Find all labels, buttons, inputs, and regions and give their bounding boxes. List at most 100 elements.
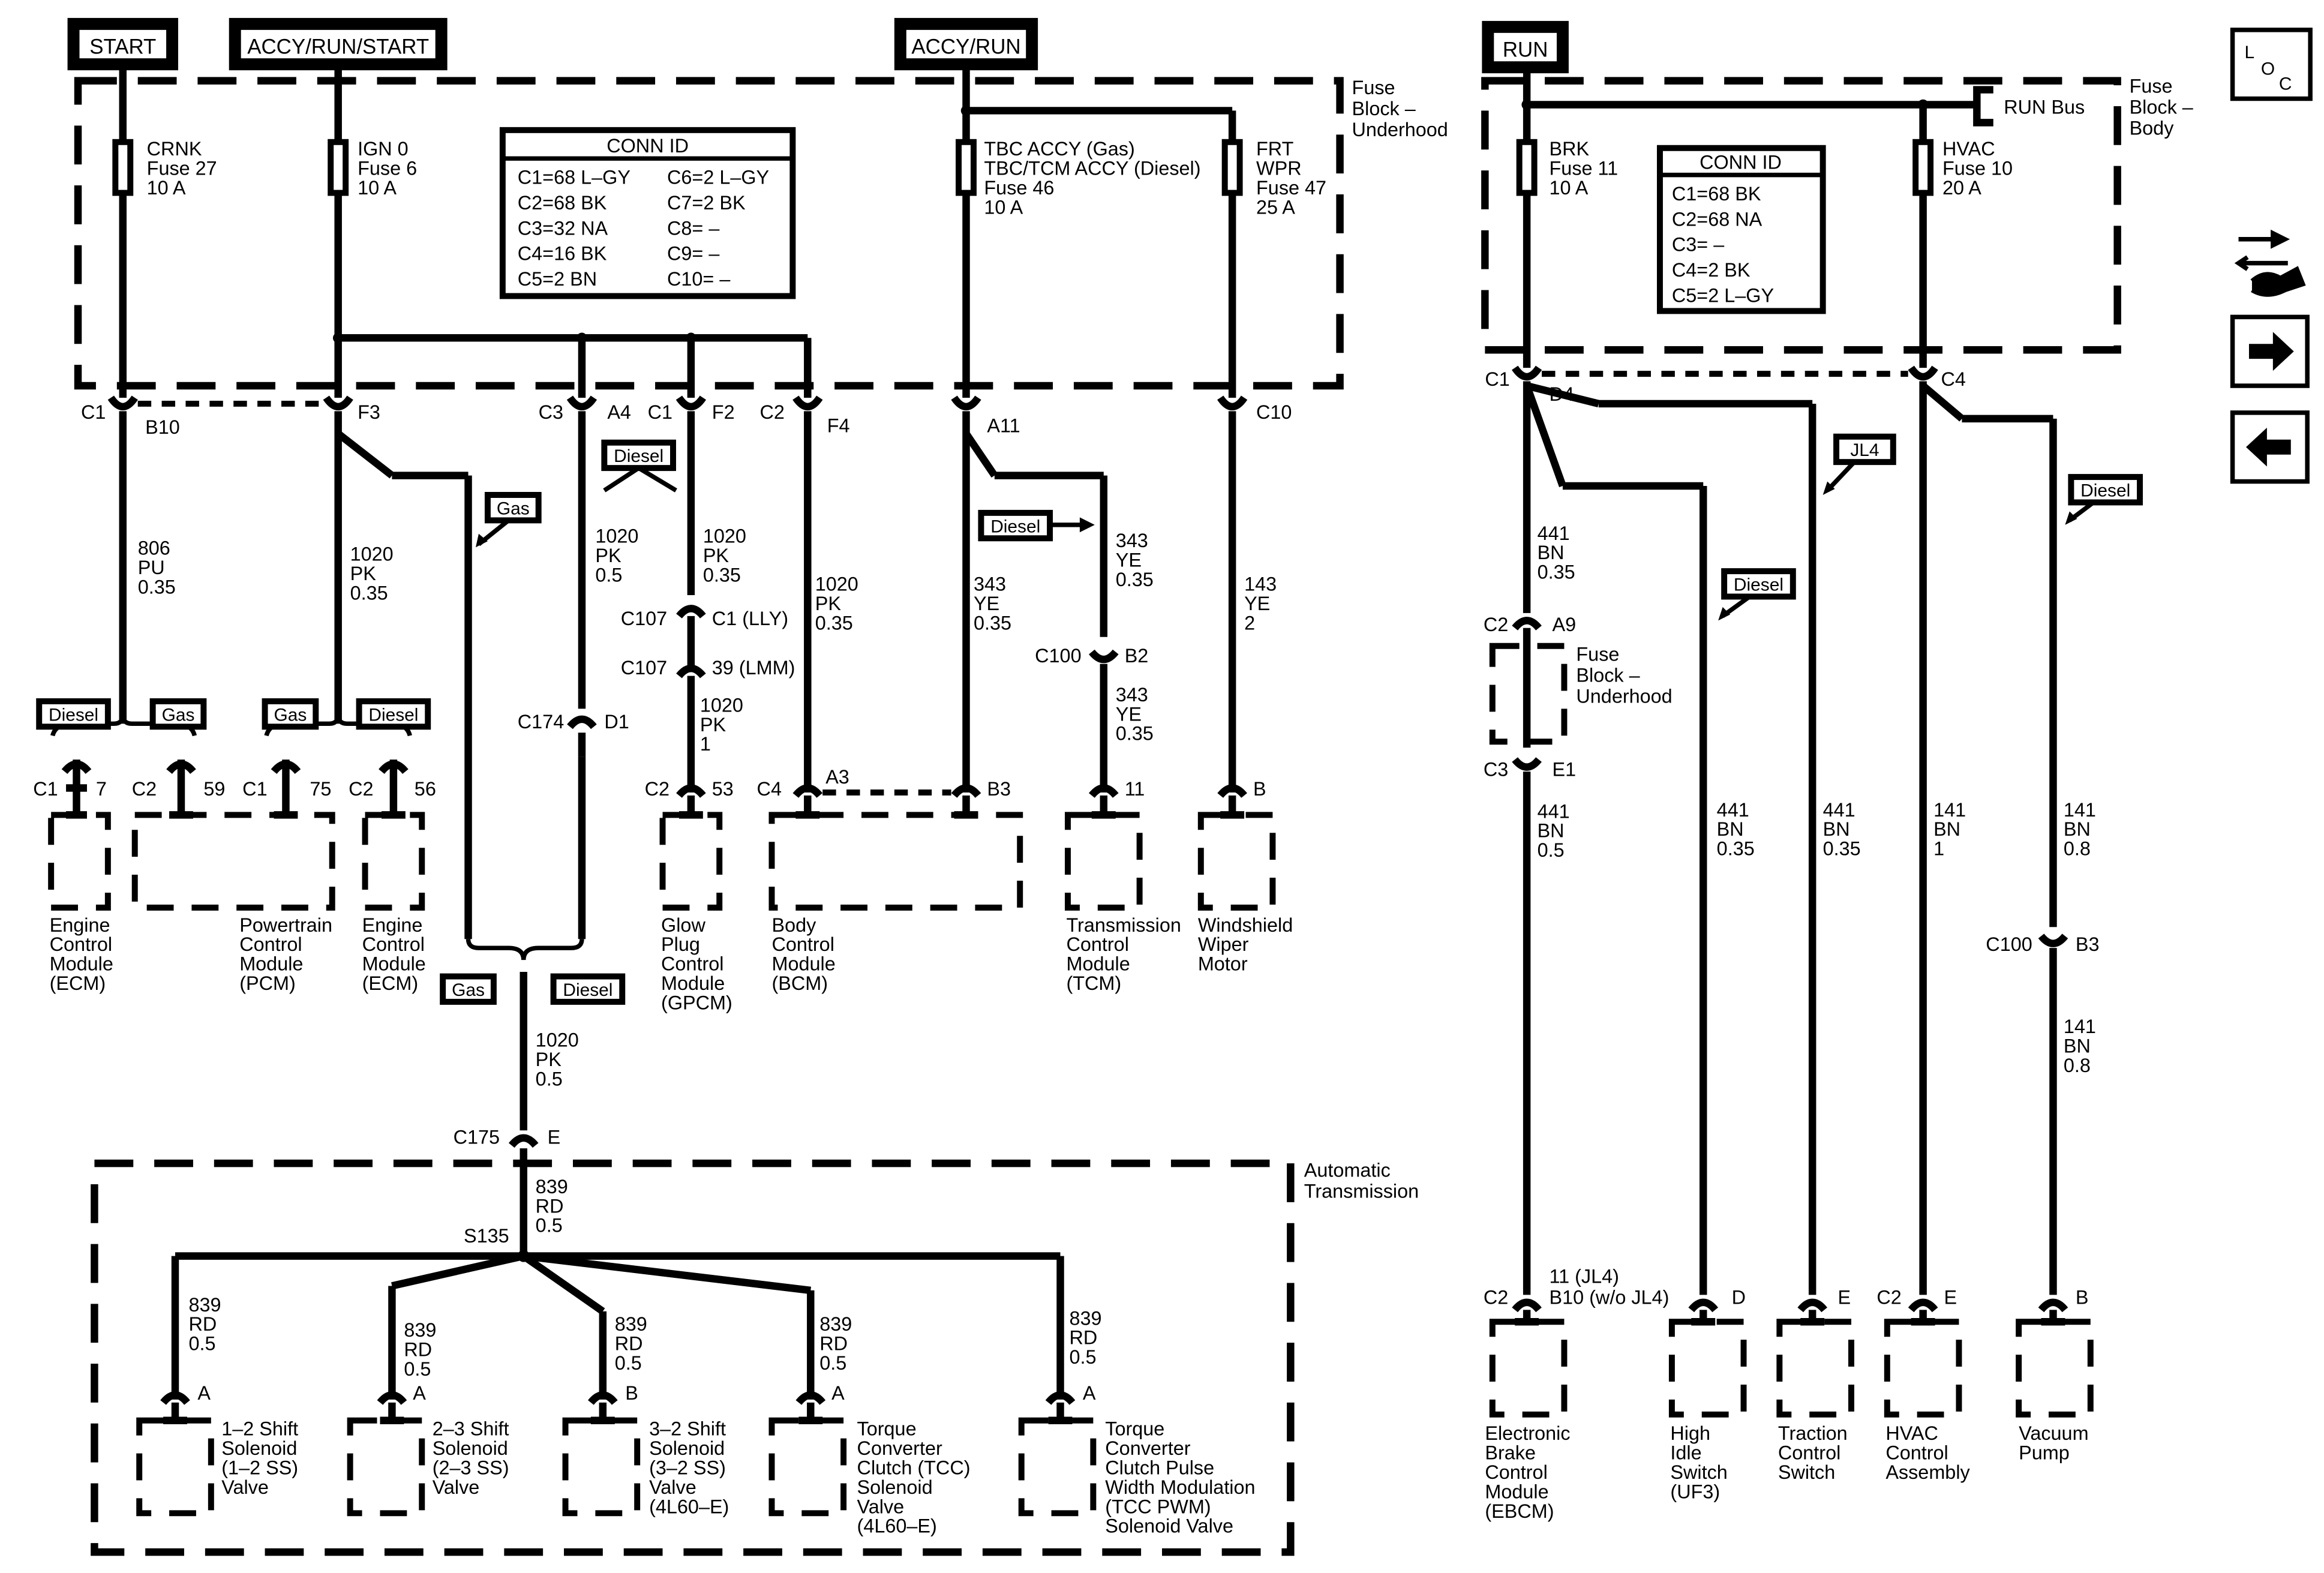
module-tcm bbox=[1064, 812, 1143, 911]
svg-text:Body: Body bbox=[771, 914, 816, 936]
wire-label-1020-c: 1020 PK 0.35 bbox=[703, 526, 746, 586]
module-bcm bbox=[768, 812, 1023, 911]
fuse-crnk bbox=[112, 139, 134, 196]
power-label-run: RUN bbox=[1482, 20, 1569, 74]
svg-text:BN: BN bbox=[1823, 818, 1850, 840]
svg-text:Control: Control bbox=[362, 933, 425, 955]
svg-text:Transmission: Transmission bbox=[1304, 1180, 1419, 1202]
connector-row-underhood: C1 B10 F3 C3 A4 C1 F2 C2 F4 A11 C10 bbox=[81, 395, 1292, 438]
svg-text:RD: RD bbox=[819, 1333, 848, 1355]
svg-text:C7=2 BK: C7=2 BK bbox=[667, 192, 746, 214]
fuse-tbc-accy bbox=[956, 139, 977, 196]
svg-text:1020: 1020 bbox=[700, 694, 743, 716]
svg-text:C5=2 BN: C5=2 BN bbox=[518, 268, 597, 290]
svg-text:(1–2 SS): (1–2 SS) bbox=[221, 1457, 298, 1479]
svg-text:2–3 Shift: 2–3 Shift bbox=[433, 1418, 509, 1440]
svg-text:Switch: Switch bbox=[1670, 1461, 1727, 1483]
svg-text:Converter: Converter bbox=[1105, 1437, 1190, 1459]
svg-text:B10: B10 bbox=[145, 416, 180, 438]
svg-text:(UF3): (UF3) bbox=[1670, 1481, 1720, 1502]
svg-text:C: C bbox=[2279, 74, 2292, 94]
svg-text:11 (JL4): 11 (JL4) bbox=[1550, 1265, 1619, 1287]
svg-text:Gas: Gas bbox=[452, 980, 485, 1000]
fuse-brk bbox=[1516, 139, 1538, 196]
svg-text:Glow: Glow bbox=[661, 914, 705, 936]
svg-text:Block –: Block – bbox=[1576, 665, 1640, 686]
conn-id-table-right: CONN ID C1=68 BK C2=68 NA C3= – C4=2 BK … bbox=[1656, 145, 1826, 314]
svg-text:0.5: 0.5 bbox=[595, 565, 622, 586]
svg-text:Motor: Motor bbox=[1198, 953, 1248, 975]
svg-text:PK: PK bbox=[815, 593, 842, 614]
tag-diesel-vacuum: Diesel bbox=[2065, 474, 2143, 525]
svg-text:D: D bbox=[1732, 1286, 1746, 1308]
svg-text:C10: C10 bbox=[1256, 401, 1292, 423]
svg-text:Diesel: Diesel bbox=[614, 446, 663, 466]
svg-text:(ECM): (ECM) bbox=[50, 972, 106, 994]
svg-text:TBC/TCM ACCY (Diesel): TBC/TCM ACCY (Diesel) bbox=[984, 158, 1200, 179]
svg-text:C1=68 BK: C1=68 BK bbox=[1672, 183, 1761, 205]
svg-text:Solenoid Valve: Solenoid Valve bbox=[1105, 1515, 1233, 1537]
svg-text:1–2 Shift: 1–2 Shift bbox=[221, 1418, 298, 1440]
svg-text:Solenoid: Solenoid bbox=[857, 1476, 933, 1498]
svg-text:Converter: Converter bbox=[857, 1437, 942, 1459]
svg-text:RD: RD bbox=[615, 1333, 643, 1355]
svg-text:C174: C174 bbox=[518, 711, 564, 733]
svg-text:10 A: 10 A bbox=[1550, 177, 1589, 199]
svg-text:0.35: 0.35 bbox=[1538, 562, 1575, 583]
svg-text:C1: C1 bbox=[81, 401, 106, 423]
svg-text:1: 1 bbox=[1933, 838, 1944, 860]
solenoid-2-3: A 2–3 Shift Solenoid (2–3 SS) Valve bbox=[347, 1382, 509, 1517]
svg-text:Module: Module bbox=[1066, 953, 1130, 975]
svg-text:0.35: 0.35 bbox=[350, 582, 388, 604]
svg-text:C2=68 NA: C2=68 NA bbox=[1672, 208, 1762, 230]
svg-text:B: B bbox=[625, 1382, 638, 1404]
wire-label-141-c: 141 BN 0.8 bbox=[2064, 1016, 2096, 1076]
loc-button[interactable]: L O C bbox=[2230, 28, 2313, 101]
tag-diesel-ecm: Diesel bbox=[36, 698, 111, 730]
svg-text:441: 441 bbox=[1538, 523, 1570, 544]
svg-text:(ECM): (ECM) bbox=[362, 972, 419, 994]
wire-label-806: 806 PU 0.35 bbox=[138, 538, 176, 598]
connector-c100-b3: C100 B3 bbox=[1986, 933, 2099, 955]
wire-label-1020-d: 1020 PK 1 bbox=[700, 694, 743, 755]
wire-label-441-b: 441 BN 0.5 bbox=[1538, 800, 1570, 861]
svg-text:PK: PK bbox=[350, 563, 377, 584]
automatic-transmission-boundary bbox=[91, 1159, 1295, 1556]
solenoid-3-2: B 3–2 Shift Solenoid (3–2 SS) Valve (4L6… bbox=[562, 1382, 729, 1517]
wire-label-343-b: 343 YE 0.35 bbox=[1116, 530, 1154, 590]
connector-view-icon[interactable] bbox=[2234, 229, 2306, 297]
svg-text:C4: C4 bbox=[1941, 368, 1966, 390]
svg-text:Control: Control bbox=[771, 933, 834, 955]
svg-text:E: E bbox=[1944, 1286, 1957, 1308]
svg-text:PU: PU bbox=[138, 557, 165, 578]
svg-text:441: 441 bbox=[1717, 799, 1749, 821]
next-arrow-button[interactable] bbox=[2230, 314, 2310, 388]
svg-text:O: O bbox=[2261, 59, 2275, 79]
svg-text:C2: C2 bbox=[132, 778, 157, 800]
prev-arrow-button[interactable] bbox=[2230, 410, 2310, 484]
svg-text:Assembly: Assembly bbox=[1885, 1461, 1970, 1483]
svg-text:(4L60–E): (4L60–E) bbox=[857, 1515, 937, 1537]
svg-text:141: 141 bbox=[2064, 1016, 2096, 1037]
module-pins-ecm1: C1 7 bbox=[33, 760, 107, 800]
svg-text:YE: YE bbox=[1244, 593, 1270, 614]
wire-label-1020-a: 1020 PK 0.35 bbox=[350, 544, 394, 604]
svg-text:A: A bbox=[413, 1382, 426, 1404]
svg-text:C4=16 BK: C4=16 BK bbox=[518, 243, 607, 265]
svg-text:C1: C1 bbox=[1485, 368, 1509, 390]
svg-text:839: 839 bbox=[819, 1313, 852, 1335]
module-pins-wiper: B bbox=[1217, 778, 1266, 819]
svg-text:Control: Control bbox=[1066, 933, 1128, 955]
module-pins-gpcm: C2 53 bbox=[645, 778, 734, 819]
svg-text:Control: Control bbox=[661, 953, 723, 975]
svg-text:(4L60–E): (4L60–E) bbox=[649, 1496, 729, 1517]
wire-label-343-a: 343 YE 0.35 bbox=[974, 573, 1011, 634]
module-pcm bbox=[131, 812, 335, 911]
svg-text:C8= –: C8= – bbox=[667, 217, 719, 239]
svg-text:Valve: Valve bbox=[857, 1496, 905, 1517]
svg-text:PK: PK bbox=[595, 545, 621, 566]
svg-text:Electronic: Electronic bbox=[1485, 1422, 1570, 1444]
fuse-frt-wpr-label: FRT WPR Fuse 47 25 A bbox=[1256, 138, 1326, 218]
svg-text:TBC ACCY (Gas): TBC ACCY (Gas) bbox=[984, 138, 1134, 160]
fuse-ign0 bbox=[328, 139, 349, 196]
